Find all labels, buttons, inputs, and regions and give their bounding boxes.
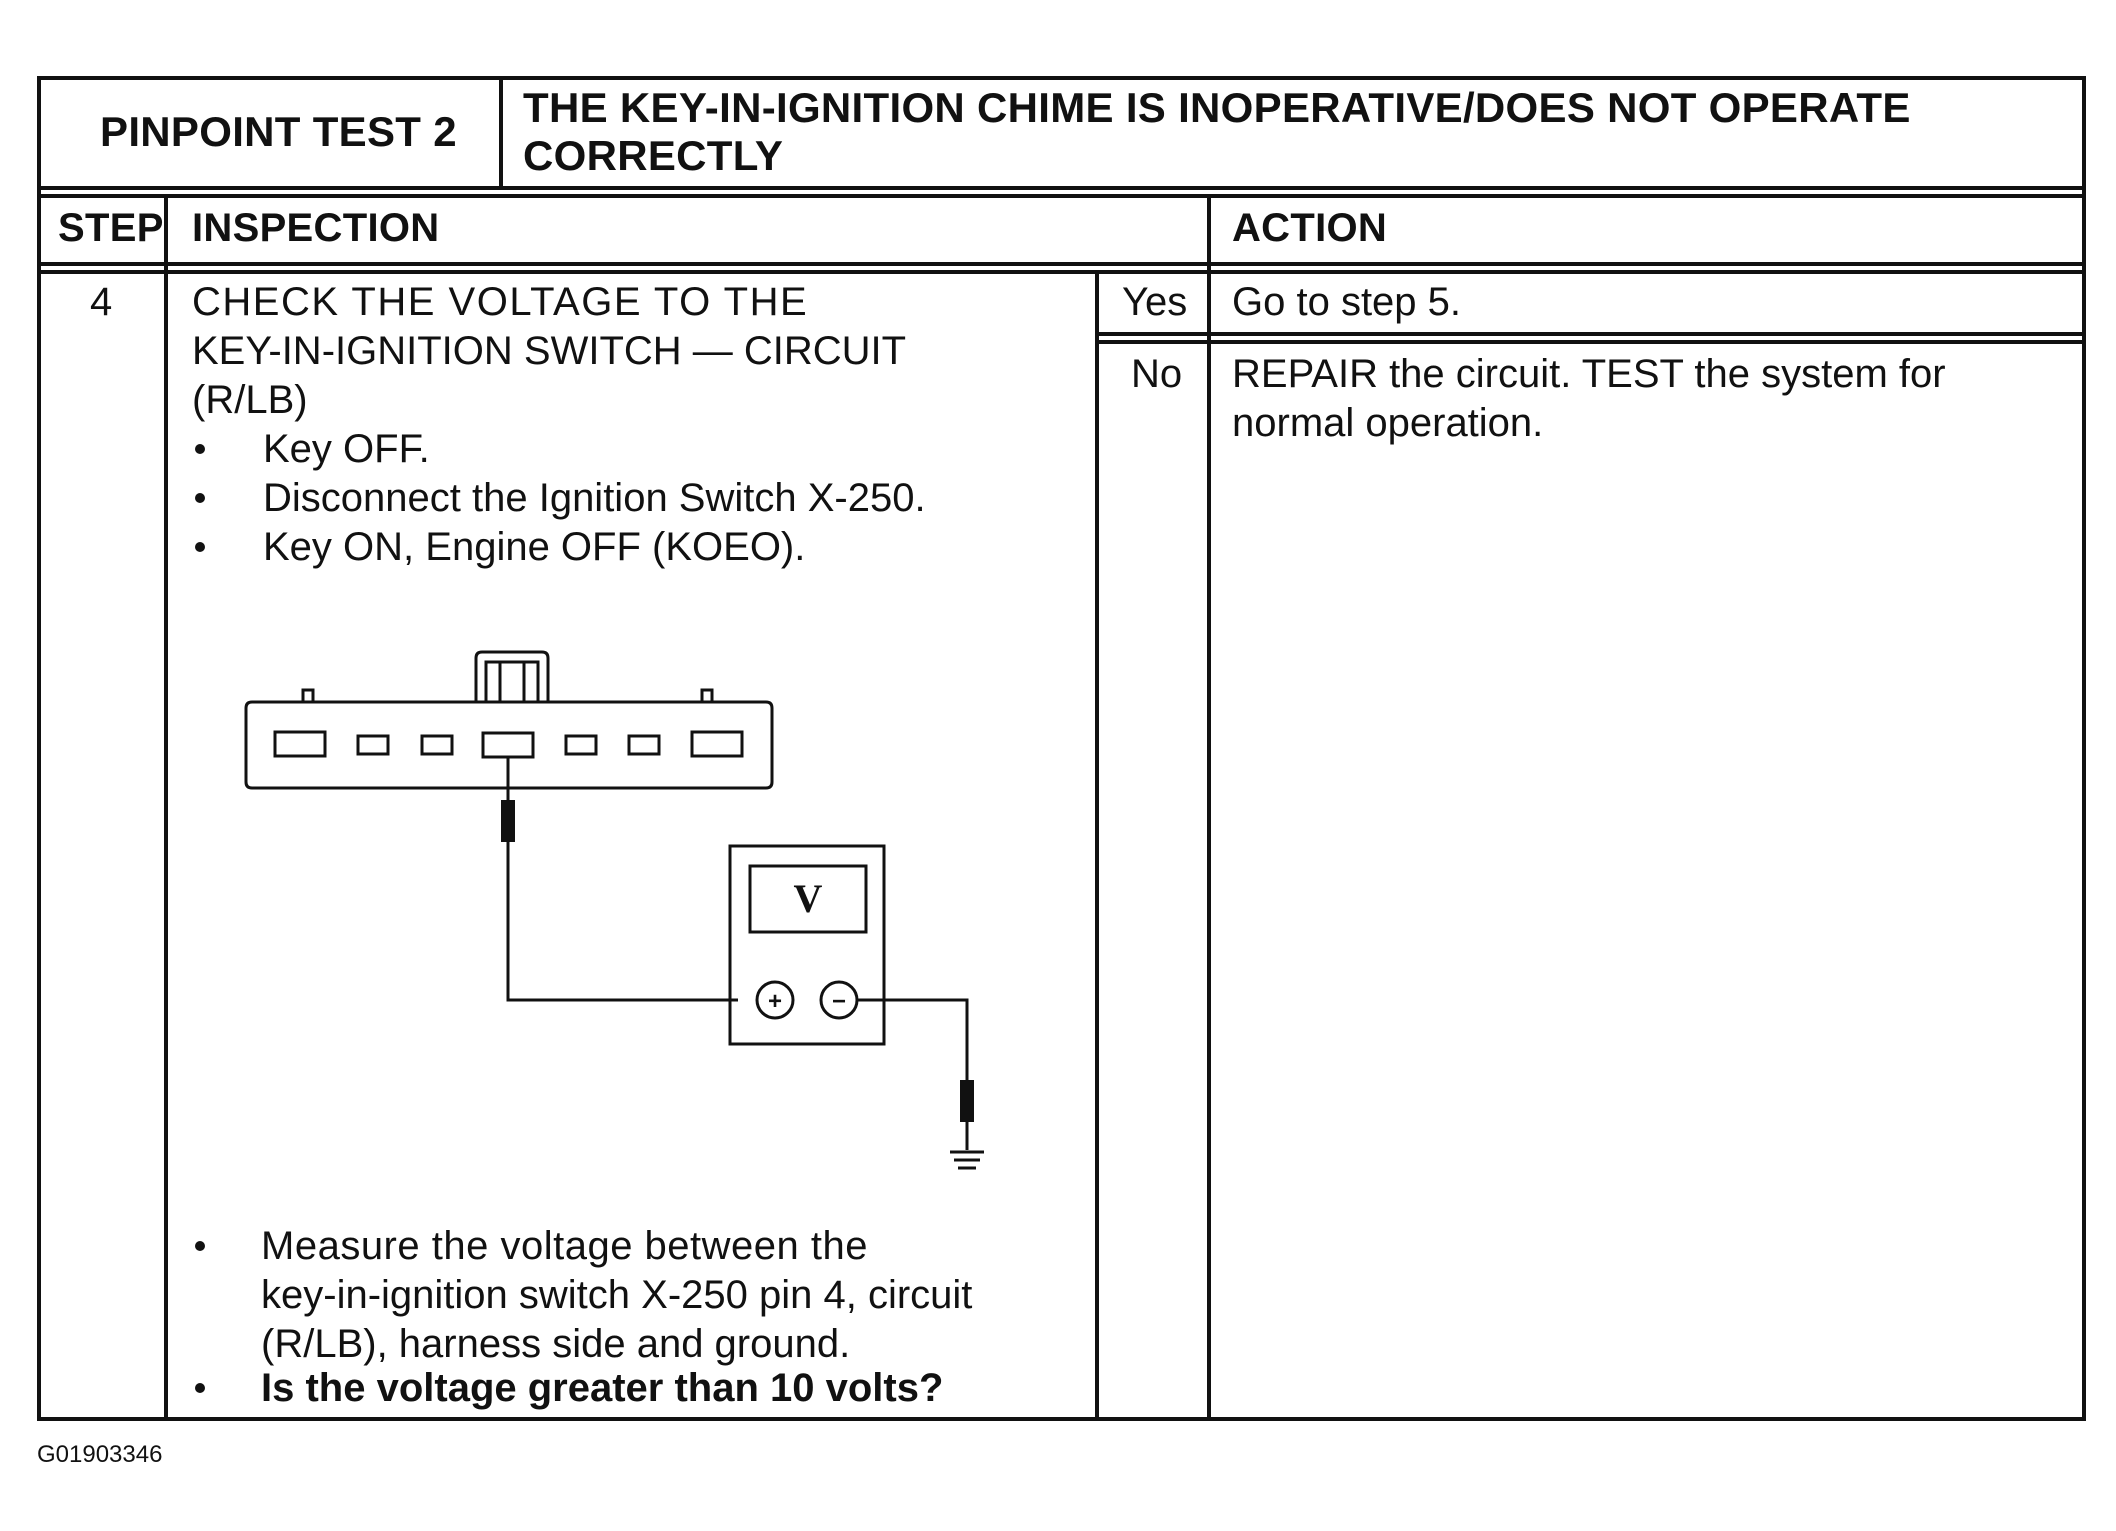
step-title-line2: KEY-IN-IGNITION SWITCH — CIRCUIT bbox=[192, 329, 907, 373]
pin-1 bbox=[273, 730, 327, 758]
action-no-line1: REPAIR the circuit. TEST the system for bbox=[1232, 352, 1946, 396]
yes-no-separator-1 bbox=[1097, 332, 2084, 336]
bullet-dot bbox=[195, 1383, 205, 1393]
measure-line1: Measure the voltage between the bbox=[261, 1224, 869, 1268]
bullet-key-off: Key OFF. bbox=[263, 427, 430, 471]
connector-body bbox=[244, 700, 774, 790]
answer-yes-label: Yes bbox=[1122, 280, 1188, 324]
plus-symbol: + bbox=[768, 988, 782, 1015]
probe-wire-negative bbox=[857, 998, 969, 1082]
probe-tip-positive bbox=[501, 800, 515, 842]
test-title-line2: CORRECTLY bbox=[523, 132, 784, 179]
voltage-question: Is the voltage greater than 10 volts? bbox=[261, 1366, 944, 1410]
pin-7 bbox=[690, 730, 744, 758]
pin-3 bbox=[420, 734, 454, 756]
action-yes-line1: Go to step 5. bbox=[1232, 280, 1462, 324]
connector-lock-tab-inner bbox=[484, 660, 540, 704]
bullet-koeo: Key ON, Engine OFF (KOEO). bbox=[263, 525, 806, 569]
frame-left bbox=[37, 76, 41, 1421]
bullet-dot bbox=[195, 1241, 205, 1251]
pin-6 bbox=[627, 734, 661, 756]
probe-wire-positive bbox=[506, 840, 738, 1002]
pin-4 bbox=[481, 731, 535, 759]
answer-no-label: No bbox=[1131, 352, 1183, 396]
pin-2 bbox=[356, 734, 390, 756]
column-header-step: STEP bbox=[58, 206, 164, 250]
measure-line3: (R/LB), harness side and ground. bbox=[261, 1322, 851, 1366]
figure-id: G01903346 bbox=[37, 1441, 163, 1468]
connector-voltmeter-diagram: V + − bbox=[244, 650, 984, 1170]
bullet-dot bbox=[195, 542, 205, 552]
voltmeter-positive-terminal bbox=[755, 980, 795, 1020]
colhead-bottom-line-1 bbox=[37, 262, 2086, 266]
column-header-action: ACTION bbox=[1232, 206, 1388, 250]
minus-symbol: − bbox=[832, 988, 846, 1015]
header-divider bbox=[499, 76, 503, 190]
voltmeter-display bbox=[748, 864, 868, 934]
header-bottom-line-2 bbox=[37, 194, 2086, 198]
probe-tip-negative bbox=[960, 1080, 974, 1122]
frame-top bbox=[37, 76, 2086, 80]
voltmeter-body bbox=[728, 844, 886, 1046]
yes-no-separator-2 bbox=[1097, 340, 2084, 344]
bullet-disconnect: Disconnect the Ignition Switch X-250. bbox=[263, 476, 926, 520]
col-yesno-left bbox=[1095, 270, 1099, 1419]
connector-post-right bbox=[700, 688, 714, 704]
test-title-line1: THE KEY-IN-IGNITION CHIME IS INOPERATIVE… bbox=[523, 84, 1911, 131]
action-no-line2: normal operation. bbox=[1232, 401, 1544, 445]
col-action-left bbox=[1207, 194, 1211, 1419]
bullet-dot bbox=[195, 493, 205, 503]
frame-bottom bbox=[37, 1417, 2086, 1421]
connector-post-left bbox=[301, 688, 315, 704]
colhead-bottom-line-2 bbox=[37, 270, 2086, 274]
header-bottom-line-1 bbox=[37, 186, 2086, 190]
measure-line2: key-in-ignition switch X-250 pin 4, circ… bbox=[261, 1273, 973, 1317]
bullet-dot bbox=[195, 444, 205, 454]
step-title-line3: (R/LB) bbox=[192, 378, 308, 422]
connector-lock-tab bbox=[474, 650, 550, 702]
pin-5 bbox=[564, 734, 598, 756]
pinpoint-test-label: PINPOINT TEST 2 bbox=[100, 108, 457, 155]
column-header-inspection: INSPECTION bbox=[192, 206, 440, 250]
step-number: 4 bbox=[90, 280, 113, 324]
col-step-divider bbox=[164, 194, 168, 1419]
frame-right bbox=[2082, 76, 2086, 1421]
step-title-line1: CHECK THE VOLTAGE TO THE bbox=[192, 280, 809, 324]
voltmeter-symbol: V bbox=[794, 876, 823, 921]
